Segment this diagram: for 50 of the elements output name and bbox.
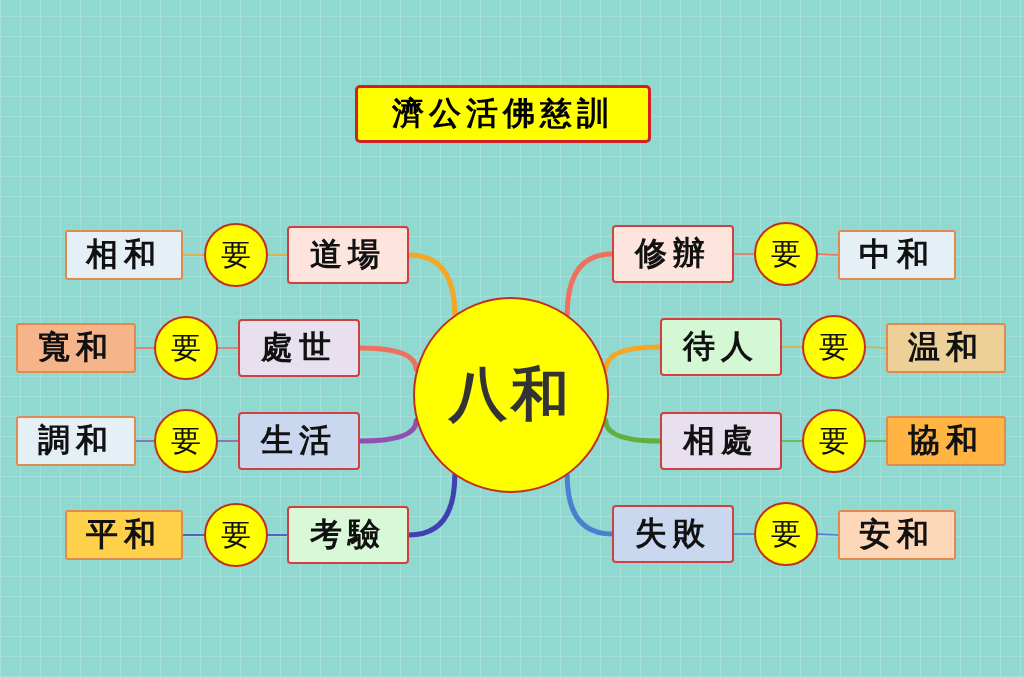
title-banner: 濟公活佛慈訓	[355, 85, 651, 143]
connector-line	[182, 534, 205, 536]
topic-box: 處世	[238, 319, 360, 377]
connector-line	[733, 533, 755, 535]
branch-line	[564, 472, 615, 537]
connector-line	[781, 346, 803, 348]
connector-line	[182, 254, 205, 256]
connector-line	[865, 346, 887, 349]
virtue-box: 相和	[65, 230, 183, 280]
virtue-box: 安和	[838, 510, 956, 560]
connector-line	[135, 440, 155, 442]
branch-line	[603, 344, 663, 373]
virtue-box: 寬和	[16, 323, 136, 373]
topic-box: 生活	[238, 412, 360, 470]
topic-box: 修辦	[612, 225, 734, 283]
keyword-circle: 要	[754, 502, 818, 566]
connector-line	[781, 440, 803, 442]
keyword-circle: 要	[154, 409, 218, 473]
branch-line	[564, 251, 615, 318]
branch-line	[406, 472, 458, 538]
virtue-box: 中和	[838, 230, 956, 280]
branch-line	[406, 252, 458, 318]
connector-line	[217, 440, 239, 442]
keyword-circle: 要	[154, 316, 218, 380]
virtue-box: 温和	[886, 323, 1006, 373]
connector-line	[865, 440, 887, 442]
central-circle: 八和	[413, 297, 609, 493]
connector-line	[267, 254, 288, 256]
virtue-box: 協和	[886, 416, 1006, 466]
virtue-box: 調和	[16, 416, 136, 466]
connector-line	[733, 253, 755, 255]
connector-line	[135, 347, 155, 349]
branch-line	[357, 417, 419, 444]
branch-line	[357, 345, 419, 373]
topic-box: 道場	[287, 226, 409, 284]
topic-box: 待人	[660, 318, 782, 376]
keyword-circle: 要	[204, 223, 268, 287]
keyword-circle: 要	[802, 315, 866, 379]
branch-line	[603, 417, 663, 444]
virtue-box: 平和	[65, 510, 183, 560]
topic-box: 失敗	[612, 505, 734, 563]
connector-line	[217, 347, 239, 349]
keyword-circle: 要	[802, 409, 866, 473]
topic-box: 相處	[660, 412, 782, 470]
topic-box: 考驗	[287, 506, 409, 564]
connector-line	[817, 253, 839, 256]
keyword-circle: 要	[204, 503, 268, 567]
keyword-circle: 要	[754, 222, 818, 286]
connector-line	[817, 533, 839, 536]
connector-line	[267, 534, 288, 536]
